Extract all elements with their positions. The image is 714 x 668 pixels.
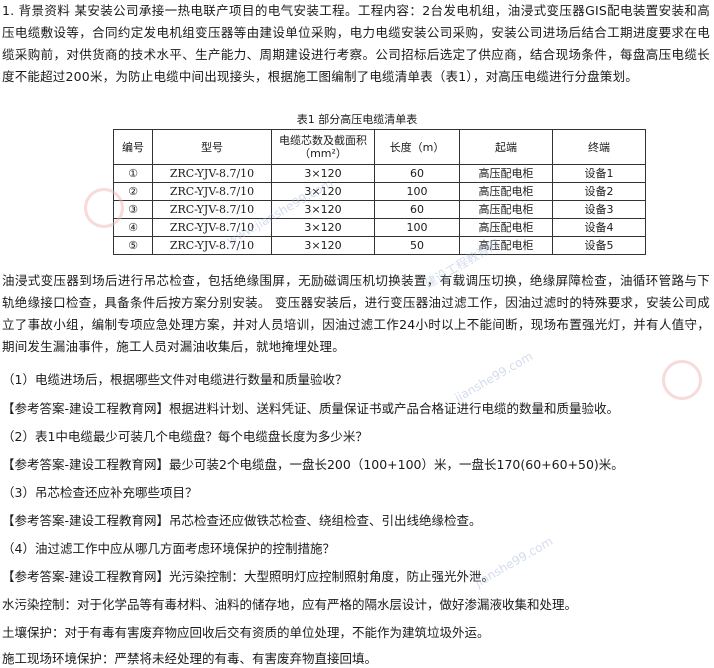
question-1: （1）电缆进场后，根据哪些文件对电缆进行数量和质量验收？ [2,372,348,387]
answer-4: 【参考答案-建设工程教育网】光污染控制：大型照明灯应控制照射角度，防止强光外泄。 [2,569,495,584]
header-cell-model: 型号 [152,129,272,165]
table-row: ③ ZRC-YJV-8.7/10 3×120 60 高压配电柜 设备3 [113,200,646,219]
cell-end: 设备4 [552,218,646,237]
cell-length: 100 [374,218,460,237]
table-row: ④ ZRC-YJV-8.7/10 3×120 100 高压配电柜 设备4 [113,218,646,237]
table-header-row: 编号 型号 电缆芯数及截面积（mm²） 长度（m） 起端 终端 [113,129,646,165]
site-environmental-protection: 施工现场环境保护：严禁将未经处理的有毒、有害废弃物直接回填。 [2,651,378,666]
answer-1: 【参考答案-建设工程教育网】根据进料计划、送料凭证、质量保证书或产品合格证进行电… [2,401,620,416]
cell-start: 高压配电柜 [459,236,553,255]
cell-number: ④ [113,218,153,237]
cell-end: 设备2 [552,182,646,201]
cell-cores-section: 3×120 [271,200,375,219]
cell-length: 50 [374,236,460,255]
cell-length: 100 [374,182,460,201]
header-cell-end: 终端 [552,129,646,165]
cell-end: 设备3 [552,200,646,219]
table-caption: 表1 部分高压电缆清单表 [296,113,418,126]
cell-start: 高压配电柜 [459,182,553,201]
question-3: （3）吊芯检查还应补充哪些项目？ [2,485,198,500]
cell-length: 60 [374,200,460,219]
answer-2: 【参考答案-建设工程教育网】最少可装2个电缆盘，一盘长200（100+100）米… [2,457,624,472]
cell-start: 高压配电柜 [459,164,553,183]
cell-cores-section: 3×120 [271,236,375,255]
water-pollution-control: 水污染控制：对于化学品等有毒材料、油料的储存地，应有严格的隔水层设计，做好渗漏液… [2,597,578,612]
cell-model: ZRC-YJV-8.7/10 [152,200,272,219]
background-paragraph: 1. 背景资料 某安装公司承接一热电联产项目的电气安装工程。工程内容：2台发电机… [2,3,710,84]
cell-number: ① [113,164,153,183]
cell-model: ZRC-YJV-8.7/10 [152,236,272,255]
cell-number: ③ [113,200,153,219]
soil-protection: 土壤保护：对于有毒有害废弃物应回收后交有资质的单位处理，不能作为建筑垃圾外运。 [2,625,490,640]
transformer-paragraph: 油浸式变压器到场后进行吊芯检查，包括绝缘围屏，无励磁调压机切换装置，有载调压切换… [2,273,710,354]
cell-cores-section: 3×120 [271,164,375,183]
cell-model: ZRC-YJV-8.7/10 [152,164,272,183]
cell-number: ② [113,182,153,201]
header-cell-start: 起端 [459,129,553,165]
cable-list-table: 编号 型号 电缆芯数及截面积（mm²） 长度（m） 起端 终端 ① ZRC-YJ… [113,129,646,255]
cell-cores-section: 3×120 [271,182,375,201]
question-2: （2）表1中电缆最少可装几个电缆盘？每个电缆盘长度为多少米？ [2,429,368,444]
table-row: ① ZRC-YJV-8.7/10 3×120 60 高压配电柜 设备1 [113,164,646,183]
header-cell-number: 编号 [113,129,153,165]
cell-model: ZRC-YJV-8.7/10 [152,182,272,201]
cell-start: 高压配电柜 [459,200,553,219]
cell-cores-section: 3×120 [271,218,375,237]
cell-start: 高压配电柜 [459,218,553,237]
answer-3: 【参考答案-建设工程教育网】吊芯检查还应做铁芯检查、绕组检查、引出线绝缘检查。 [2,513,482,528]
cell-end: 设备1 [552,164,646,183]
cell-end: 设备5 [552,236,646,255]
question-4: （4）油过滤工作中应从哪几方面考虑环境保护的控制措施？ [2,541,335,556]
cell-model: ZRC-YJV-8.7/10 [152,218,272,237]
table-row: ② ZRC-YJV-8.7/10 3×120 100 高压配电柜 设备2 [113,182,646,201]
cell-length: 60 [374,164,460,183]
table-row: ⑤ ZRC-YJV-8.7/10 3×120 50 高压配电柜 设备5 [113,236,646,255]
header-cell-length: 长度（m） [374,129,460,165]
header-cell-cores-section: 电缆芯数及截面积（mm²） [271,129,375,165]
cell-number: ⑤ [113,236,153,255]
